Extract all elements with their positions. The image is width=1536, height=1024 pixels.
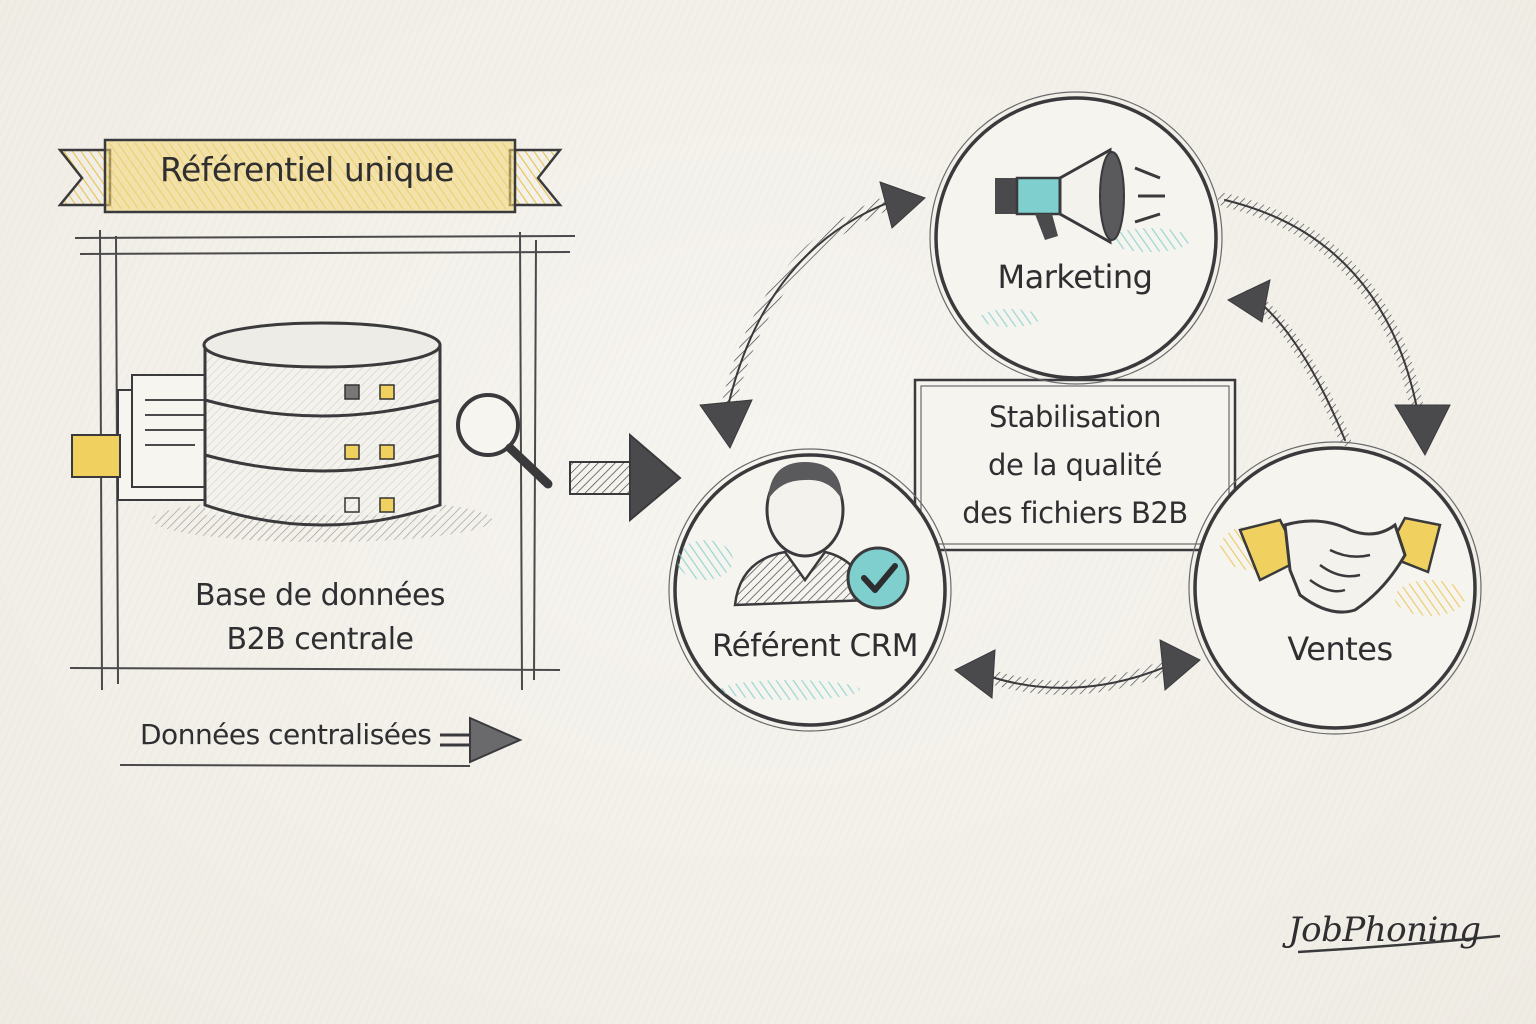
handshake-icon [1238,516,1442,614]
brand-logo: JobPhoning [1288,910,1481,950]
center-box-line1: Stabilisation [988,400,1162,434]
cycle-arrows [699,181,1451,699]
brand-underline [1297,934,1501,954]
crm-node [668,448,952,732]
database-label-line1: Base de données [194,578,446,613]
flow-arrow [569,432,682,523]
megaphone-icon [995,147,1165,245]
marketing-label: Marketing [997,258,1153,296]
magnifier-icon [456,393,553,489]
left-frame [69,229,576,767]
center-box-line3: des fichiers B2B [962,496,1188,530]
ventes-node [1188,441,1482,735]
marketing-node [929,91,1223,385]
center-box-line2: de la qualité [988,448,1162,482]
crm-label: Référent CRM [712,628,918,664]
banner-title: Référentiel unique [160,150,454,189]
centralized-data-label: Données centralisées [140,718,432,751]
database-icon [71,321,492,542]
user-check-icon [733,462,910,610]
ventes-label: Ventes [1287,630,1393,668]
banner [57,138,563,214]
center-box [913,378,1237,552]
small-arrow-icon [440,716,523,764]
database-label-line2: B2B centrale [226,622,414,657]
